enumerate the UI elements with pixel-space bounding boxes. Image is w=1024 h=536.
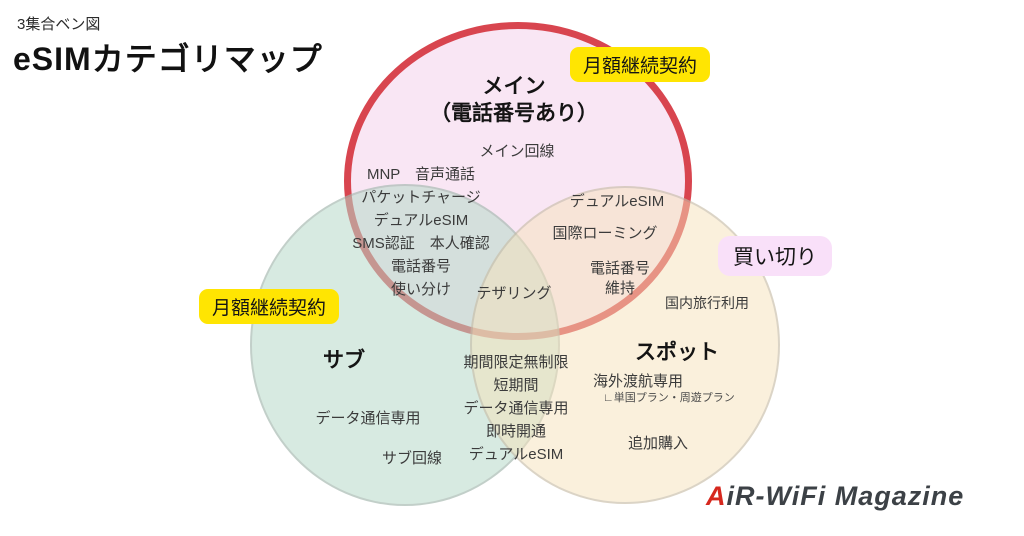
spot-overseas-main: 海外渡航専用 — [593, 373, 684, 390]
sub-spot-overlap: 期間限定無制限 短期間 データ通信専用 即時開通 デュアルeSIM — [463, 351, 568, 466]
sub-set-item: データ通信専用 — [315, 410, 421, 427]
overlap-item: 即時開通 — [485, 423, 547, 440]
overlap-item: データ通信専用 — [463, 400, 569, 417]
sub-set-item: サブ回線 — [381, 450, 443, 467]
overlap-item: 短期間 — [493, 377, 539, 394]
sub-set-title: サブ — [323, 349, 365, 372]
overlap-item: デュアルeSIM — [468, 446, 564, 463]
logo-letter-a: A — [706, 481, 727, 511]
spot-set-item-additional: 追加購入 — [627, 435, 689, 452]
spot-overseas-sub: ∟単国プラン・周遊プラン — [603, 392, 735, 404]
main-set-title: メイン （電話番号あり） — [430, 73, 598, 127]
overlap-item: 使い分け — [390, 281, 452, 298]
spot-set-item-domestic: 国内旅行利用 — [665, 295, 749, 311]
overlap-item: 電話番号 — [390, 258, 452, 275]
page-subtitle: 3集合ベン図 — [17, 16, 101, 33]
main-set-title-line1: メイン — [482, 75, 546, 98]
spot-set-item-overseas: 海外渡航専用 ∟単国プラン・周遊プラン — [593, 374, 735, 406]
overlap-item: 維持 — [604, 280, 636, 297]
page-title: eSIMカテゴリマップ — [13, 41, 323, 77]
main-sub-overlap: MNP 音声通話 パケットチャージ デュアルeSIM SMS認証 本人確認 電話… — [352, 163, 490, 301]
overlap-item: デュアルeSIM — [569, 193, 665, 210]
monthly-contract-badge-left: 月額継続契約 — [199, 289, 340, 324]
monthly-contract-badge-top: 月額継続契約 — [570, 47, 711, 82]
buyout-badge: 買い切り — [718, 236, 832, 276]
overlap-item: パケットチャージ — [361, 189, 481, 206]
overlap-item: SMS認証 本人確認 — [352, 235, 490, 252]
overlap-item: 国際ローミング — [552, 225, 658, 242]
overlap-item: 期間限定無制限 — [463, 354, 569, 371]
spot-set-title: スポット — [635, 341, 719, 364]
logo-rest: iR-WiFi Magazine — [726, 481, 965, 511]
overlap-item: デュアルeSIM — [373, 212, 469, 229]
main-set-title-line2: （電話番号あり） — [430, 102, 598, 125]
main-set-item: メイン回線 — [479, 143, 555, 160]
overlap-item: 電話番号 — [589, 260, 651, 277]
center-overlap-item: テザリング — [476, 285, 552, 302]
overlap-item: MNP 音声通話 — [366, 166, 476, 183]
air-wifi-magazine-logo: AiR-WiFi Magazine — [706, 481, 964, 512]
